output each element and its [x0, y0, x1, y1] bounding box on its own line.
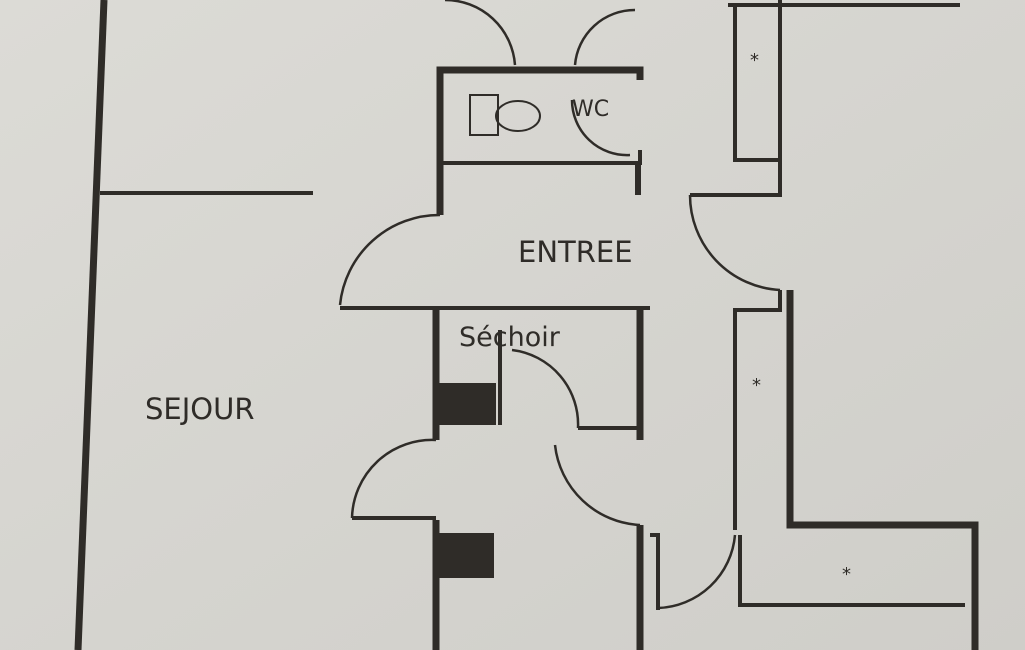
- duct-block: [436, 383, 496, 425]
- room-label-sechoir: Séchoir: [459, 322, 561, 353]
- walls: [74, 0, 979, 650]
- room-label-sejour: SEJOUR: [145, 392, 255, 426]
- closet-mark: *: [750, 50, 759, 71]
- toilet-bowl: [495, 100, 541, 132]
- room-label-wc: WC: [572, 97, 609, 122]
- duct-block: [436, 533, 494, 578]
- closet-mark: *: [842, 564, 851, 585]
- closet-mark: *: [752, 375, 761, 396]
- toilet-tank: [469, 94, 499, 136]
- room-label-entree: ENTREE: [518, 235, 633, 269]
